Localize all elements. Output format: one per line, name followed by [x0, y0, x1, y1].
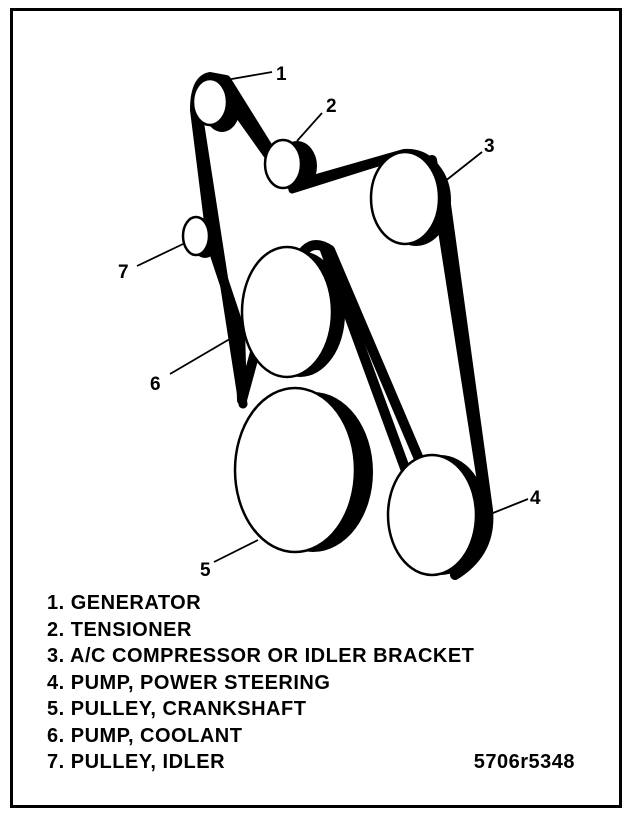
legend-item-idler-text: 7. PULLEY, IDLER: [47, 751, 226, 773]
generator-pulley: [191, 77, 229, 127]
callout-4: 4: [530, 488, 541, 509]
callout-3: 3: [484, 136, 495, 157]
callout-6: 6: [150, 374, 161, 395]
legend-item-tensioner: 2. TENSIONER: [47, 618, 192, 641]
legend-item-crankshaft: 5. PULLEY, CRANKSHAFT: [47, 698, 307, 720]
ac-compressor-pulley: [369, 150, 441, 246]
tensioner-pulley: [263, 138, 303, 190]
callout-2: 2: [326, 96, 337, 117]
legend-item-generator: 1. GENERATOR: [47, 592, 202, 614]
power-steering-pulley: [386, 453, 478, 577]
legend-item-coolant-pump: 6. PUMP, COOLANT: [47, 724, 243, 747]
callout-labels: 1 2 3 4 5 6 7: [118, 64, 541, 581]
crankshaft-pulley: [233, 386, 357, 554]
coolant-pump-pulley: [240, 245, 334, 379]
legend-item-power-steering: 4. PUMP, POWER STEERING: [47, 671, 331, 694]
legend-item-ac-compressor: 3. A/C COMPRESSOR OR IDLER BRACKET: [47, 645, 475, 667]
callout-5: 5: [200, 560, 211, 581]
figure-code: 5706r5348: [473, 751, 575, 773]
legend-item-idler: 7. PULLEY, IDLER 5706r5348: [47, 749, 587, 776]
leader-lines: [136, 71, 529, 563]
idler-pulley: [181, 215, 211, 257]
component-legend: 1. GENERATOR 2. TENSIONER 3. A/C COMPRES…: [47, 590, 587, 776]
pulley-faces: [181, 77, 478, 577]
callout-1: 1: [276, 64, 287, 85]
callout-7: 7: [118, 262, 129, 283]
